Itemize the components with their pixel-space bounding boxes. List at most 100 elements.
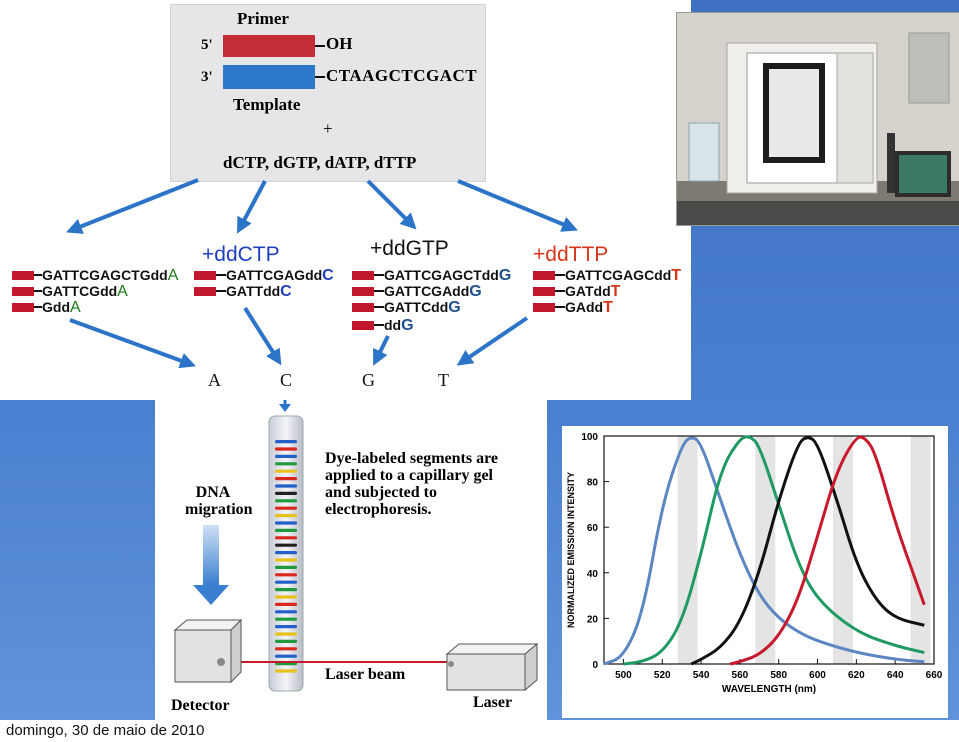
y-tick-label: 40 (587, 569, 599, 580)
gel-band (275, 602, 297, 606)
y-axis-label: NORMALIZED EMISSION INTENSITY (566, 472, 576, 628)
x-tick-label: 580 (770, 670, 787, 681)
gel-band (275, 610, 297, 614)
gel-band (275, 580, 297, 584)
five-prime-label: 5' (201, 37, 213, 53)
footer-date: domingo, 30 de maio de 2010 (6, 722, 205, 739)
gel-band (275, 647, 297, 651)
dntp-list: dCTP, dGTP, dATP, dTTP (223, 153, 417, 172)
gel-band (275, 595, 297, 599)
reaction-arrows (66, 178, 578, 369)
x-tick-label: 620 (848, 670, 865, 681)
y-tick-label: 20 (587, 614, 599, 625)
y-tick-label: 0 (592, 660, 598, 671)
gel-band (275, 447, 297, 451)
lane-t: T (438, 370, 449, 390)
primer-template-box: Primer 5' OH 3' CTAAGCTCGACT Template + … (170, 4, 486, 182)
primer-strand (223, 35, 315, 57)
gel-band (275, 454, 297, 458)
gel-band (275, 573, 297, 577)
x-axis-label: WAVELENGTH (nm) (722, 684, 816, 695)
series-line-2 (623, 435, 925, 666)
laser-beam-label: Laser beam (325, 666, 406, 683)
reaction-header (12, 243, 178, 267)
three-prime-label: 3' (201, 69, 213, 85)
y-tick-label: 80 (587, 478, 599, 489)
series-line-1 (603, 436, 925, 666)
gel-band (275, 617, 297, 621)
template-sequence: CTAAGCTCGACT (326, 66, 478, 85)
gel-band (275, 469, 297, 473)
detector-label: Detector (171, 697, 230, 714)
capillary-description: Dye-labeled segments are applied to a ca… (325, 450, 498, 518)
x-tick-label: 660 (926, 670, 943, 681)
gel-band (275, 477, 297, 481)
series-line-4 (729, 435, 926, 666)
gel-band (275, 639, 297, 643)
x-tick-label: 560 (732, 670, 749, 681)
template-label: Template (233, 95, 301, 114)
gel-band (275, 632, 297, 636)
y-tick-label: 60 (587, 523, 599, 534)
gel-band (275, 536, 297, 540)
laser-icon (445, 642, 539, 692)
dna-migration-label: DNA migration (185, 484, 253, 518)
x-tick-label: 540 (693, 670, 710, 681)
x-tick-label: 640 (887, 670, 904, 681)
gel-band (275, 491, 297, 495)
lane-g: G (362, 370, 375, 390)
lane-c: C (280, 370, 293, 390)
reaction-header: +ddGTP (370, 237, 449, 260)
grid-band (910, 436, 931, 664)
reaction-header: +ddCTP (202, 243, 280, 266)
gel-band (275, 440, 297, 444)
lane-a: A (208, 370, 221, 390)
laser-label: Laser (473, 694, 513, 711)
gel-band (275, 499, 297, 503)
gel-band (275, 588, 297, 592)
x-tick-label: 500 (615, 670, 632, 681)
gel-band (275, 654, 297, 658)
gel-band (275, 528, 297, 532)
y-tick-label: 100 (581, 432, 598, 443)
gel-band (275, 558, 297, 562)
reaction-header: +ddTTP (533, 243, 609, 266)
gel-band (275, 484, 297, 488)
capillary-panel: Dye-labeled segments are applied to a ca… (155, 400, 547, 720)
series-line-3 (690, 436, 925, 666)
gel-band (275, 506, 297, 510)
template-strand (223, 65, 315, 89)
gel-band (275, 551, 297, 555)
primer-title: Primer (237, 9, 289, 28)
gel-band (275, 521, 297, 525)
gel-band (275, 514, 297, 518)
gel-band (275, 462, 297, 466)
plus-sign: + (323, 119, 333, 138)
detector-icon (173, 618, 243, 684)
grid-band (832, 436, 853, 664)
x-tick-label: 600 (809, 670, 826, 681)
sequencer-photo (676, 12, 959, 226)
gel-band (275, 543, 297, 547)
x-tick-label: 520 (654, 670, 671, 681)
gel-band (275, 669, 297, 673)
plot-frame (603, 435, 935, 665)
gel-band (275, 565, 297, 569)
